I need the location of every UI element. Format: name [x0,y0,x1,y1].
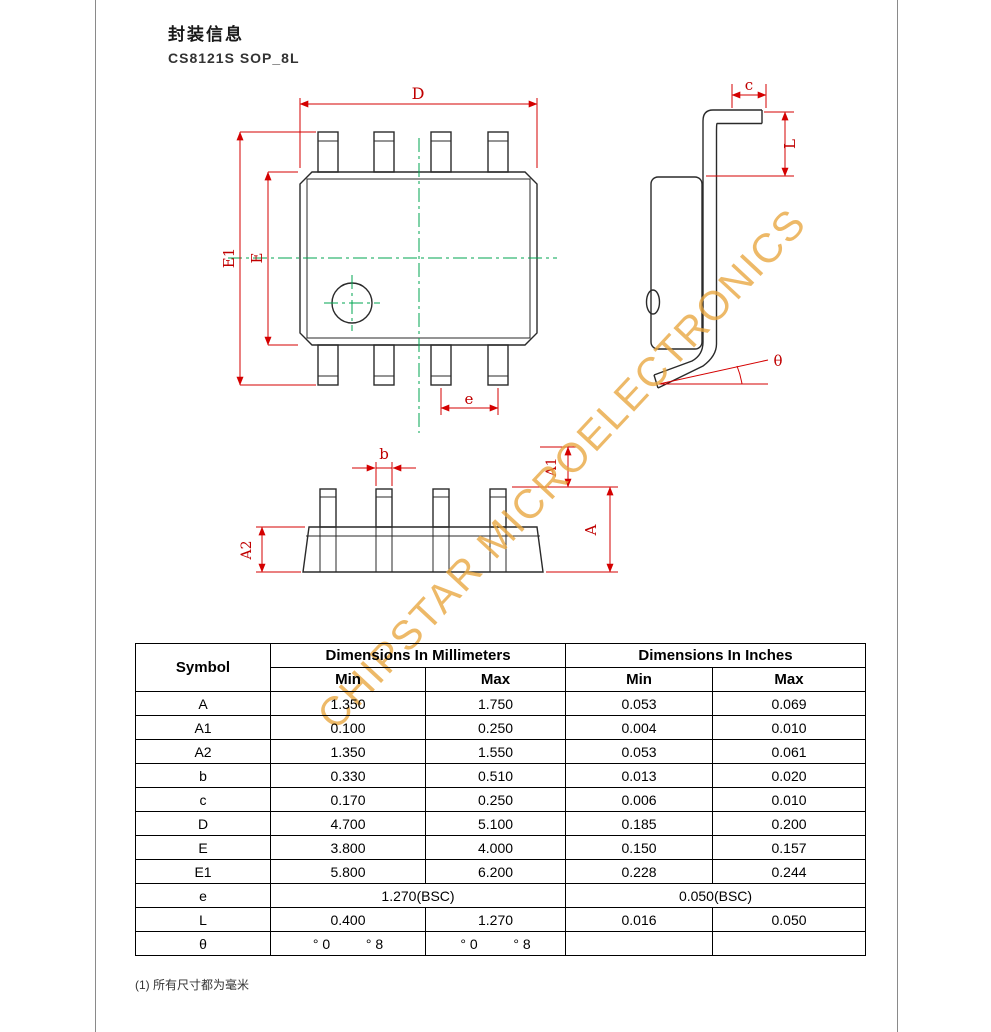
top-view-dimensions [236,98,538,415]
cell-symbol: c [135,787,271,812]
dim-label-A1: A1 [544,457,560,477]
cell-mm-min: 4.700 [270,811,426,836]
cell-in-min: 0.185 [565,811,714,836]
cell-in-min: 0.228 [565,859,714,884]
cell-mm-max: 0.250 [424,787,567,812]
cell-in-max: 0.244 [712,859,867,884]
table-row: E1 5.800 6.200 0.228 0.244 [135,859,867,884]
cell-mm-min: 0.100 [270,715,426,740]
cell-mm-min: ° 0 ° 8 [270,931,426,956]
cell-symbol: L [135,907,271,932]
table-row-theta: θ ° 0 ° 8 ° 0 ° 8 [135,931,867,956]
cell-in-max: 0.061 [712,739,867,764]
cell-symbol: e [135,883,271,908]
cell-in-max: 0.200 [712,811,867,836]
col-header-in-min: Min [565,667,714,692]
table-row: D 4.700 5.100 0.185 0.200 [135,811,867,836]
cell-mm-min: 0.400 [270,907,426,932]
dim-label-E: E [248,253,266,264]
table-row: E 3.800 4.000 0.150 0.157 [135,835,867,860]
cell-mm-max: 5.100 [424,811,567,836]
dim-label-b: b [379,445,389,463]
cell-symbol: θ [135,931,271,956]
package-drawing: D E1 E e c L θ [220,76,799,573]
table-row: b 0.330 0.510 0.013 0.020 [135,763,867,788]
col-header-mm: Dimensions In Millimeters [269,643,567,668]
cell-mm-max: ° 0 ° 8 [424,931,567,956]
cell-in-min: 0.016 [565,907,714,932]
cell-mm-min: 5.800 [270,859,426,884]
dim-label-L: L [781,139,799,149]
side-view-dimensions [658,84,794,385]
table-row: c 0.170 0.250 0.006 0.010 [135,787,867,812]
cell-symbol: A1 [135,715,271,740]
table-row: A 1.350 1.750 0.053 0.069 [135,691,867,716]
front-view-dimensions [256,446,618,573]
cell-symbol: A [135,691,271,716]
cell-in-max: 0.010 [712,787,867,812]
cell-mm-min: 1.350 [270,691,426,716]
col-header-in-max: Max [712,667,867,692]
col-header-mm-max: Max [424,667,567,692]
cell-mm-min: 0.330 [270,763,426,788]
cell-mm-max: 1.270 [424,907,567,932]
cell-in-max [712,931,867,956]
table-row: L 0.400 1.270 0.016 0.050 [135,907,867,932]
cell-in-min: 0.150 [565,835,714,860]
cell-mm-max: 0.510 [424,763,567,788]
cell-symbol: b [135,763,271,788]
cell-mm-bsc: 1.270(BSC) [269,883,567,908]
cell-mm-max: 0.250 [424,715,567,740]
cell-mm-min: 1.350 [270,739,426,764]
cell-symbol: D [135,811,271,836]
col-header-symbol: Symbol [135,643,271,692]
cell-mm-max: 6.200 [424,859,567,884]
table-row-e-bsc: e 1.270(BSC) 0.050(BSC) [135,883,867,908]
cell-in-max: 0.010 [712,715,867,740]
dim-label-theta: θ [773,352,782,370]
cell-in-min: 0.013 [565,763,714,788]
page-title: 封装信息 [168,25,244,44]
footnote: (1) 所有尺寸都为毫米 [135,978,250,992]
table-header-row: Symbol Dimensions In Millimeters Dimensi… [135,643,867,692]
side-view [645,109,763,389]
cell-in-min: 0.053 [565,739,714,764]
dim-label-c: c [745,76,753,94]
cell-symbol: E1 [135,859,271,884]
dim-label-A: A [582,524,600,536]
cell-in-max: 0.157 [712,835,867,860]
cell-symbol: E [135,835,271,860]
cell-mm-min: 0.170 [270,787,426,812]
cell-in-bsc: 0.050(BSC) [565,883,867,908]
page-subtitle: CS8121S SOP_8L [168,50,300,66]
cell-in-max: 0.020 [712,763,867,788]
center-lines [228,138,557,433]
cell-mm-max: 4.000 [424,835,567,860]
dimensions-table: Symbol Dimensions In Millimeters Dimensi… [135,643,867,956]
cell-in-min [565,931,714,956]
cell-in-min: 0.053 [565,691,714,716]
cell-in-min: 0.006 [565,787,714,812]
dim-label-D: D [412,84,425,103]
cell-mm-max: 1.550 [424,739,567,764]
cell-in-max: 0.069 [712,691,867,716]
page-frame-left [95,0,96,1032]
col-header-inches: Dimensions In Inches [565,643,867,668]
table-row: A1 0.100 0.250 0.004 0.010 [135,715,867,740]
dim-label-A2: A2 [239,540,255,560]
dim-label-e: e [465,390,474,408]
page-frame-right [897,0,898,1032]
cell-mm-max: 1.750 [424,691,567,716]
dim-label-E1: E1 [220,248,238,269]
cell-in-max: 0.050 [712,907,867,932]
table-row: A2 1.350 1.550 0.053 0.061 [135,739,867,764]
cell-in-min: 0.004 [565,715,714,740]
cell-symbol: A2 [135,739,271,764]
cell-mm-min: 3.800 [270,835,426,860]
col-header-mm-min: Min [270,667,426,692]
front-view [302,488,544,573]
